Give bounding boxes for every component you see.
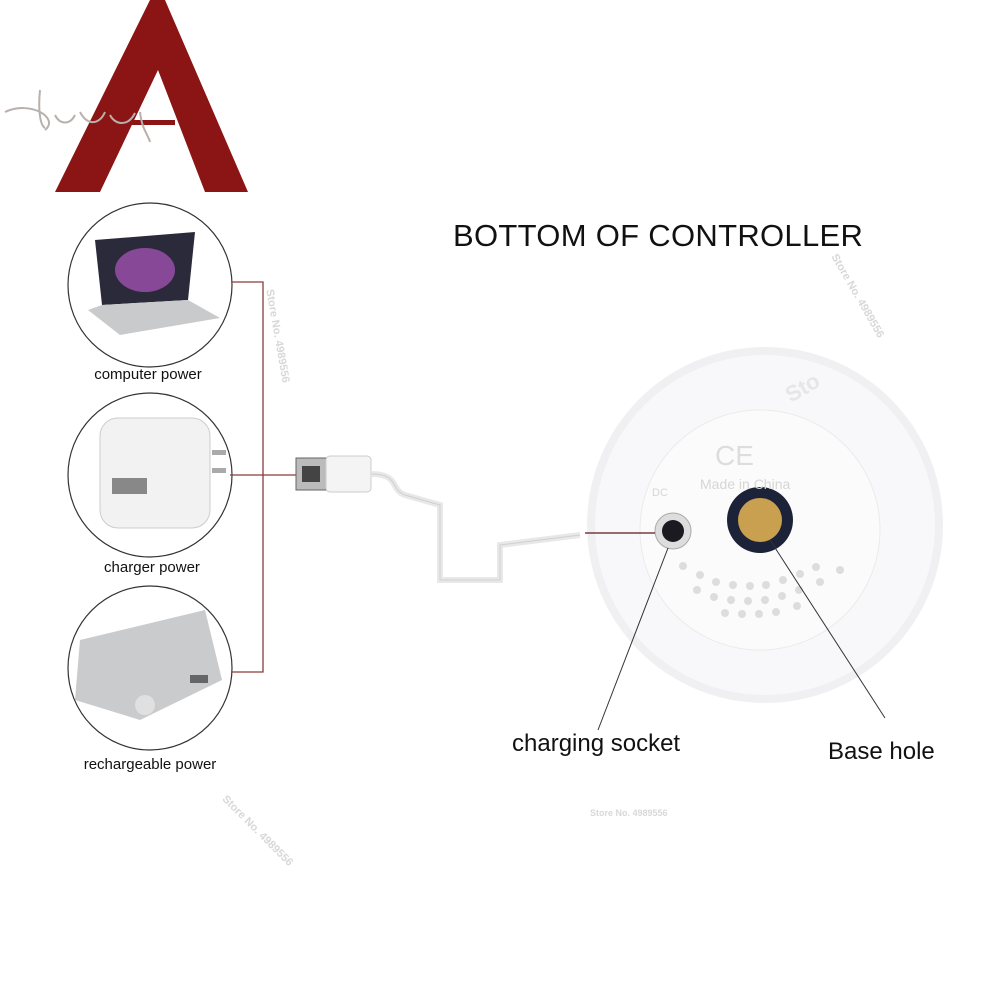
dc-emboss: DC	[652, 487, 668, 499]
charger-power-caption: charger power	[104, 559, 200, 576]
made-in-china-emboss: Made in China	[700, 476, 791, 492]
base-hole-callout-line	[769, 539, 886, 719]
rechargeable-power-caption: rechargeable power	[83, 756, 217, 773]
socket-callout-line	[597, 547, 669, 731]
base-hole-label: Base hole	[828, 738, 935, 765]
power-bank-circle	[67, 585, 233, 751]
usb-cable	[295, 455, 581, 583]
connector-bracket	[230, 281, 296, 673]
computer-power-caption: computer power	[94, 366, 202, 383]
laptop-circle	[67, 202, 233, 368]
charging-socket-label: charging socket	[512, 730, 681, 757]
page-title: BOTTOM OF CONTROLLER	[453, 218, 864, 253]
controller-bottom: CE	[587, 347, 943, 703]
wall-charger-circle	[67, 392, 233, 558]
brand-logo	[4, 0, 248, 192]
svg-text:CE: CE	[715, 440, 754, 471]
watermark: Store No. 4989556	[590, 808, 668, 818]
